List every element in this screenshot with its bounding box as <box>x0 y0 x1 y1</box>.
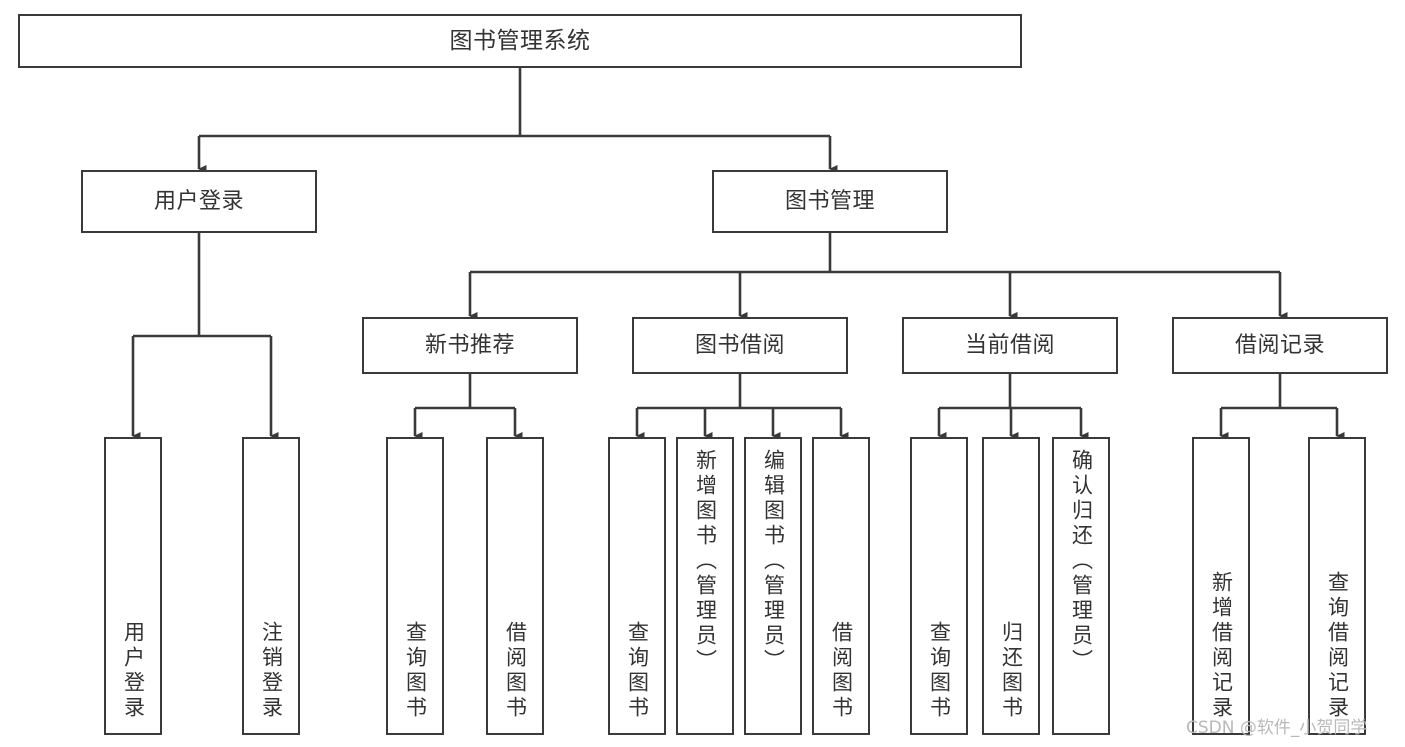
node-label: 归还图书 <box>999 621 1023 721</box>
node-leaf-borrow-book-1[interactable]: 借阅图书 <box>486 437 544 735</box>
node-leaf-query-borrow-record[interactable]: 查询借阅记录 <box>1308 437 1366 735</box>
node-book-management[interactable]: 图书管理 <box>712 170 948 233</box>
node-label: 图书管理 <box>784 188 875 214</box>
node-leaf-query-book-3[interactable]: 查询图书 <box>910 437 968 735</box>
node-label: 注销登录 <box>259 621 283 721</box>
node-label: 用户登录 <box>121 621 145 721</box>
node-label: 用户登录 <box>153 188 244 214</box>
node-leaf-borrow-book-2[interactable]: 借阅图书 <box>812 437 870 735</box>
node-label: 查询借阅记录 <box>1325 571 1349 721</box>
node-leaf-return-book[interactable]: 归还图书 <box>982 437 1040 735</box>
node-label: 确认归还（管理员） <box>1069 449 1093 674</box>
node-new-book-recommend[interactable]: 新书推荐 <box>362 317 578 374</box>
node-leaf-add-borrow-record[interactable]: 新增借阅记录 <box>1192 437 1250 735</box>
node-leaf-query-book-1[interactable]: 查询图书 <box>386 437 444 735</box>
watermark: CSDN @软件_小贺同学 <box>1186 718 1368 738</box>
node-root[interactable]: 图书管理系统 <box>18 14 1022 68</box>
node-label: 图书管理系统 <box>449 27 591 54</box>
node-label: 编辑图书（管理员） <box>761 449 785 674</box>
node-book-borrow[interactable]: 图书借阅 <box>632 317 848 374</box>
node-user-login[interactable]: 用户登录 <box>81 170 317 233</box>
node-label: 新增借阅记录 <box>1209 571 1233 721</box>
node-leaf-edit-book[interactable]: 编辑图书（管理员） <box>744 437 802 735</box>
node-label: 查询图书 <box>403 621 427 721</box>
node-label: 图书借阅 <box>694 332 785 358</box>
node-leaf-confirm-return[interactable]: 确认归还（管理员） <box>1052 437 1110 735</box>
node-leaf-add-book[interactable]: 新增图书（管理员） <box>676 437 734 735</box>
node-label: 当前借阅 <box>964 332 1055 358</box>
node-label: 借阅记录 <box>1234 332 1325 358</box>
node-label: 借阅图书 <box>503 621 527 721</box>
node-label: 查询图书 <box>625 621 649 721</box>
node-leaf-logout-login[interactable]: 注销登录 <box>242 437 300 735</box>
node-label: 查询图书 <box>927 621 951 721</box>
node-borrow-record[interactable]: 借阅记录 <box>1172 317 1388 374</box>
node-current-borrow[interactable]: 当前借阅 <box>902 317 1118 374</box>
node-label: 新书推荐 <box>424 332 515 358</box>
node-label: 借阅图书 <box>829 621 853 721</box>
node-leaf-query-book-2[interactable]: 查询图书 <box>608 437 666 735</box>
node-label: 新增图书（管理员） <box>693 449 717 674</box>
node-leaf-user-login[interactable]: 用户登录 <box>104 437 162 735</box>
